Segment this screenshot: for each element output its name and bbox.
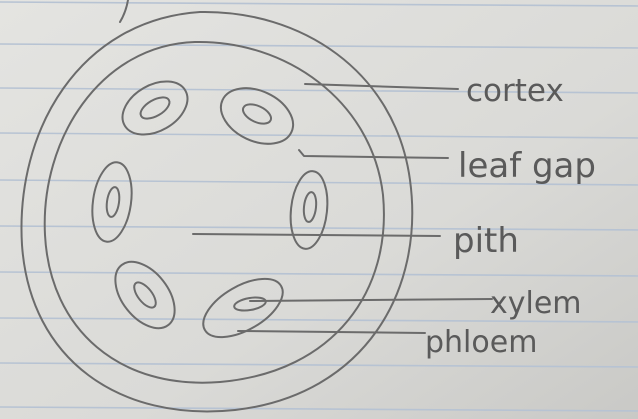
label-pith: pith [453,221,519,261]
label-leaf-gap: leaf gap [458,146,596,186]
label-xylem: xylem [490,286,582,321]
label-cortex: cortex [466,73,564,109]
label-phloem: phloem [425,325,537,360]
